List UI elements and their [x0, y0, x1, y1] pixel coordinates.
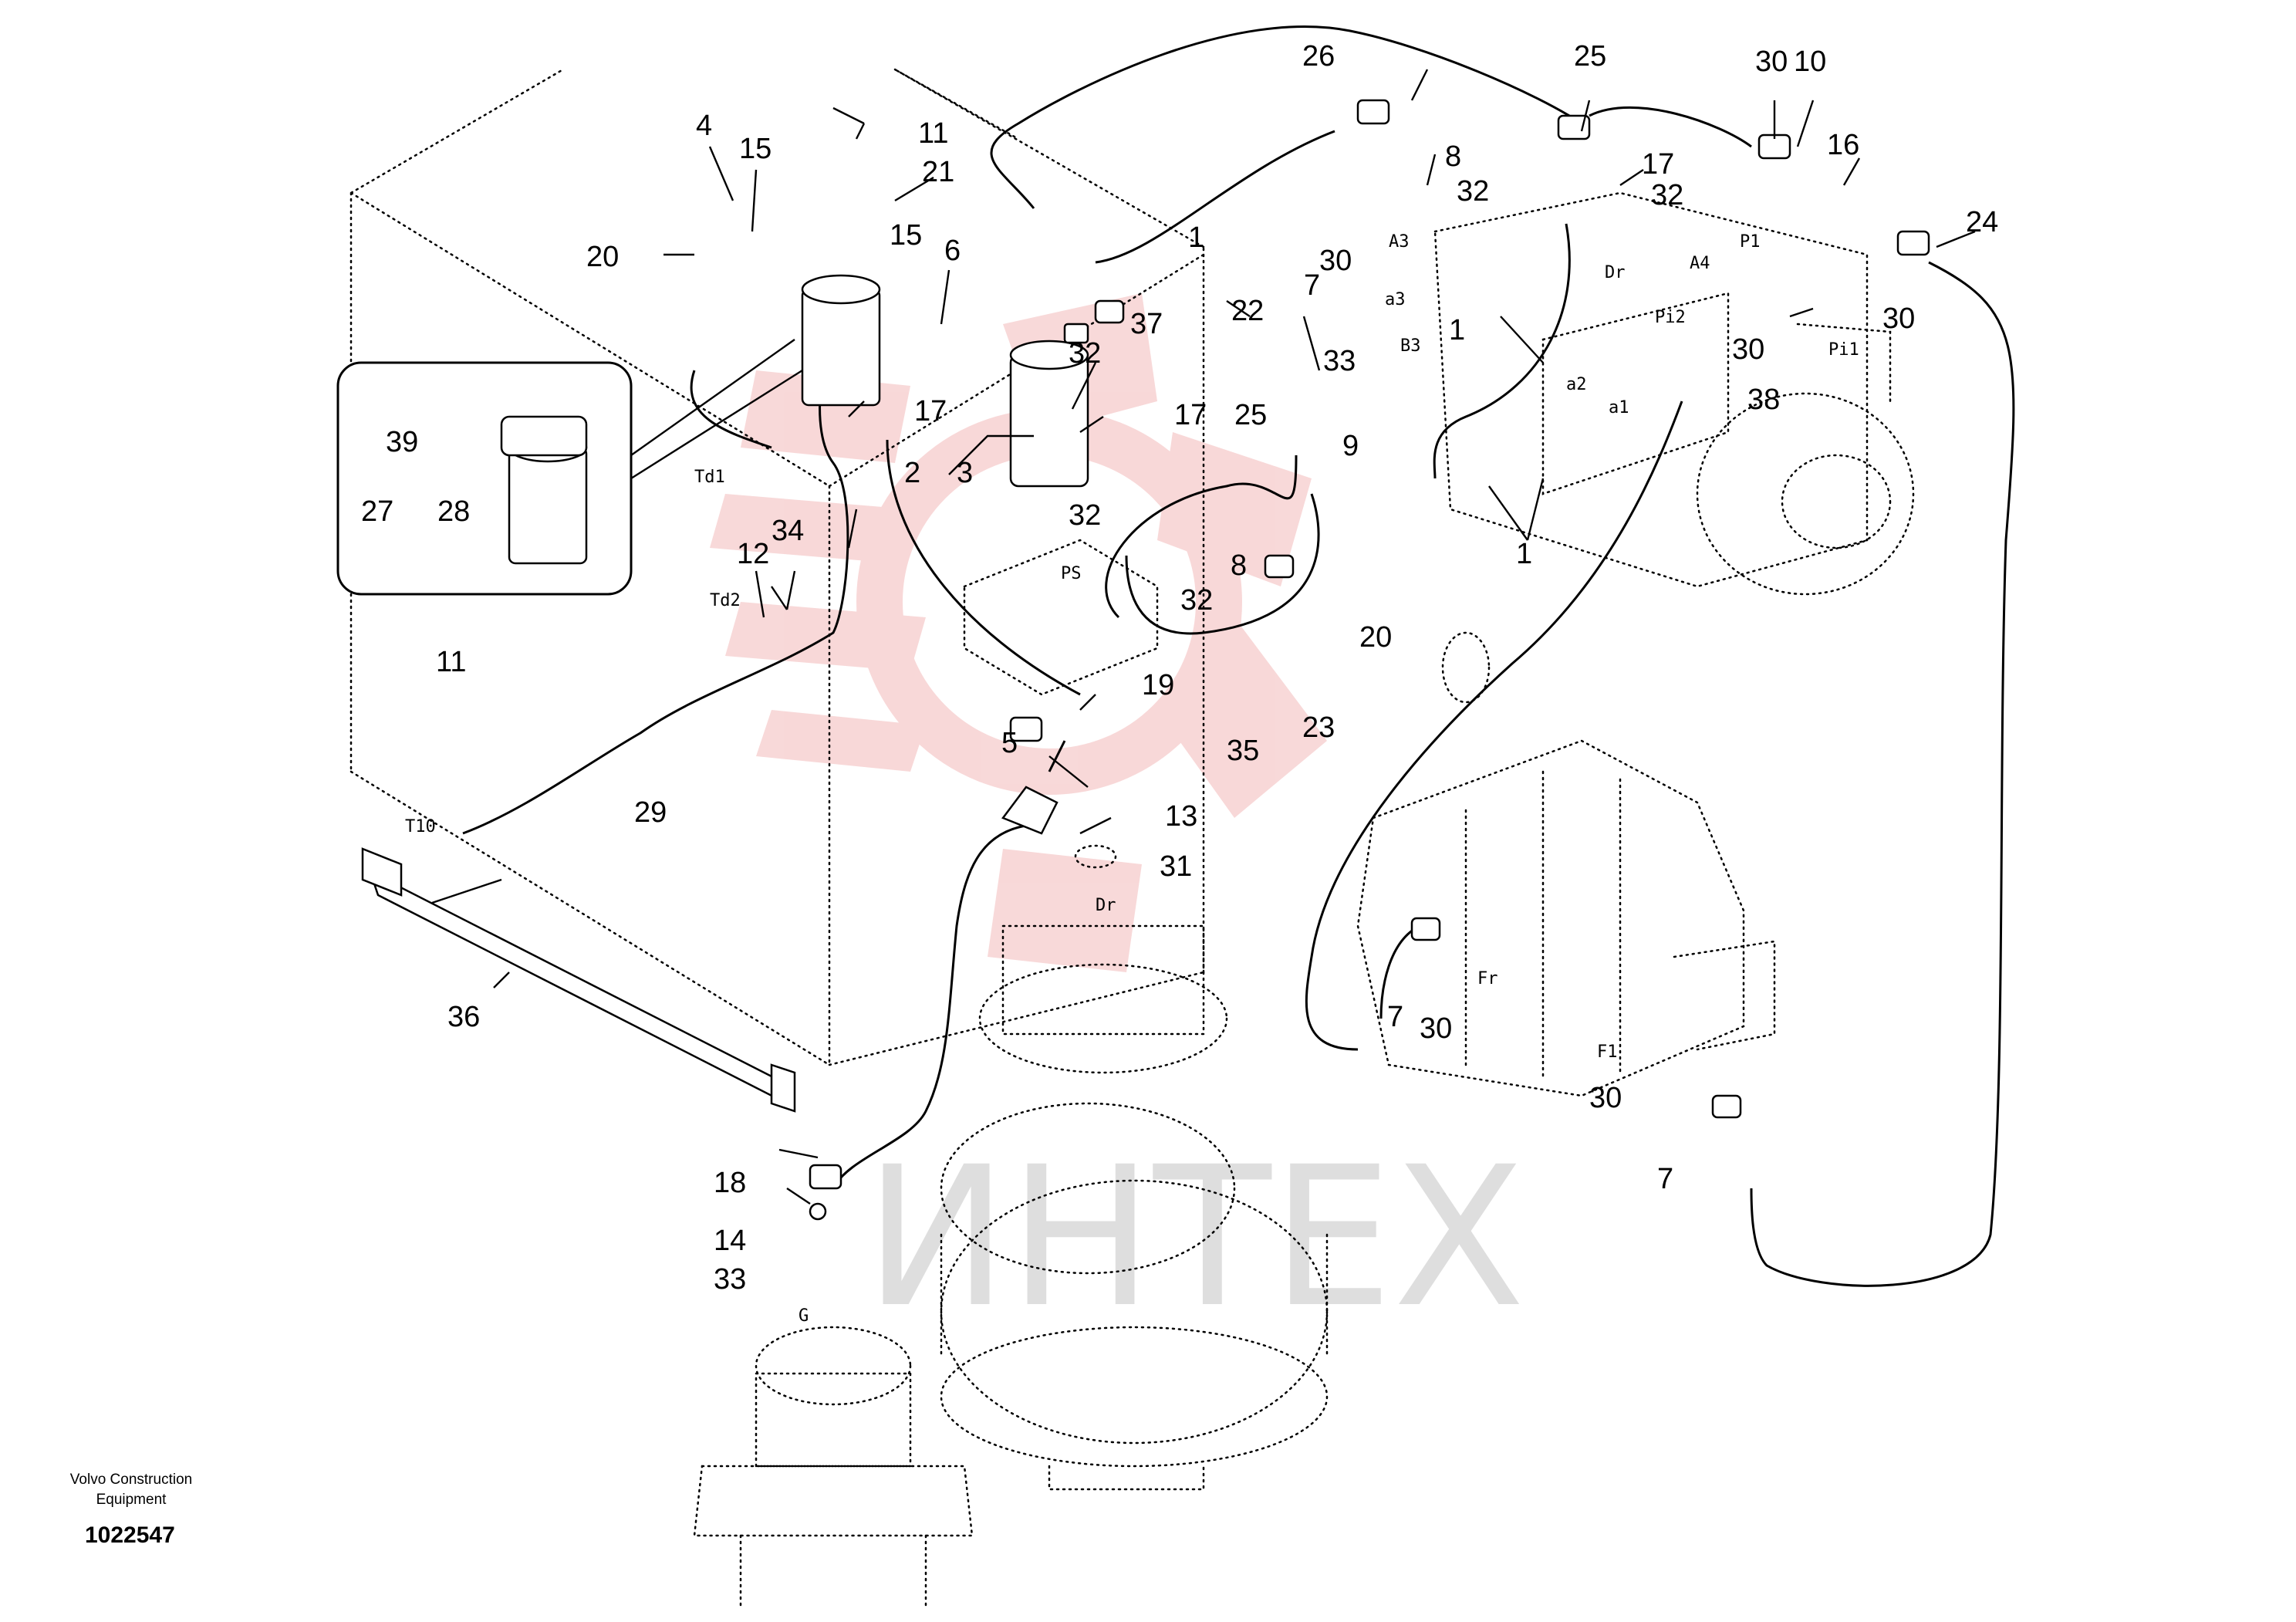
callout-39: 39	[386, 426, 418, 458]
callout-15b: 15	[890, 219, 922, 252]
port-a3-small: a3	[1385, 290, 1406, 309]
callout-1b: 1	[1516, 538, 1532, 570]
callout-leaders	[431, 69, 1976, 1205]
fittings	[361, 99, 1930, 1221]
callout-22: 22	[1231, 295, 1264, 327]
callout-30b: 30	[1319, 245, 1352, 277]
callout-30: 30	[1755, 46, 1788, 78]
port-b3: B3	[1400, 336, 1421, 356]
port-td1: Td1	[694, 468, 725, 487]
callout-3: 3	[957, 457, 973, 489]
callout-16: 16	[1827, 129, 1859, 161]
callout-25b: 25	[1234, 399, 1267, 431]
filter-detail-inset	[336, 339, 803, 596]
callout-8b: 8	[1231, 549, 1247, 582]
callout-25: 25	[1574, 40, 1606, 73]
company-line-2: Equipment	[96, 1492, 167, 1508]
callout-2: 2	[904, 457, 920, 489]
port-fr: Fr	[1477, 969, 1498, 988]
callout-20: 20	[586, 241, 619, 273]
callout-labels: 1 1 1 2 3 4 5 6 7 7 7 8 8 9 10 11 11 12 …	[361, 40, 1998, 1296]
callout-27: 27	[361, 495, 393, 528]
callout-36: 36	[447, 1001, 480, 1033]
callout-21: 21	[922, 156, 954, 188]
callout-10: 10	[1794, 46, 1826, 78]
port-ps: PS	[1061, 564, 1082, 583]
port-f1: F1	[1597, 1042, 1618, 1062]
port-t10: T10	[405, 817, 436, 836]
callout-30e: 30	[1420, 1012, 1452, 1045]
callout-15: 15	[739, 133, 772, 165]
callout-28: 28	[437, 495, 470, 528]
callout-32: 32	[1457, 175, 1489, 208]
callout-7: 7	[1304, 269, 1320, 302]
callout-7c: 7	[1657, 1163, 1673, 1195]
port-labels: A3 A4 Dr P1 Pi1 Pi2 a1 a2 a3 B3 Td1 Td2 …	[405, 232, 1859, 1326]
callout-11: 11	[918, 117, 948, 150]
callout-8: 8	[1445, 140, 1461, 173]
company-line-1: Volvo Construction	[69, 1472, 193, 1488]
callout-30c: 30	[1882, 302, 1915, 335]
callout-38: 38	[1747, 384, 1780, 416]
drawing-number: 1022547	[85, 1522, 175, 1548]
callout-14: 14	[714, 1225, 746, 1257]
callout-17b: 17	[1174, 399, 1207, 431]
callout-1c: 1	[1188, 221, 1204, 254]
callout-24: 24	[1966, 206, 1998, 238]
port-g: G	[799, 1306, 809, 1326]
port-dr-swing: Dr	[1096, 896, 1116, 915]
callout-35: 35	[1227, 735, 1259, 767]
callout-26: 26	[1302, 40, 1335, 73]
callout-32b: 32	[1651, 179, 1683, 211]
callout-30d: 30	[1732, 333, 1764, 366]
callout-23: 23	[1302, 711, 1335, 744]
center-joint-outline	[693, 1326, 974, 1607]
port-a1: a1	[1609, 398, 1629, 417]
port-a4: A4	[1690, 254, 1710, 273]
callout-33: 33	[1323, 345, 1356, 377]
port-pi1: Pi1	[1828, 340, 1859, 360]
port-a2: a2	[1566, 375, 1587, 394]
callout-17: 17	[1642, 148, 1674, 181]
callout-34: 34	[772, 515, 804, 547]
callout-19: 19	[1142, 669, 1174, 701]
main-pump-outline	[1433, 191, 1915, 596]
callout-32d: 32	[1069, 499, 1101, 532]
callout-12: 12	[737, 538, 769, 570]
port-pi2: Pi2	[1655, 308, 1686, 327]
callout-7b: 7	[1387, 1001, 1403, 1033]
watermark-text: ИНТЕХ	[864, 1125, 1525, 1350]
callout-11b: 11	[436, 646, 466, 678]
callout-29: 29	[634, 796, 667, 829]
callout-5: 5	[1001, 727, 1018, 759]
callout-9: 9	[1342, 430, 1359, 462]
control-valve-outline	[1356, 631, 1776, 1097]
callout-31: 31	[1160, 850, 1192, 883]
port-dr: Dr	[1605, 263, 1626, 282]
callout-20b: 20	[1359, 621, 1392, 654]
callout-32e: 32	[1180, 584, 1213, 617]
callout-6: 6	[944, 235, 961, 267]
port-td2: Td2	[710, 591, 741, 610]
port-a3: A3	[1389, 232, 1410, 252]
swing-motor-outline	[940, 844, 1329, 1491]
callout-37: 37	[1130, 308, 1163, 340]
callout-4: 4	[696, 110, 712, 142]
callout-30f: 30	[1589, 1082, 1622, 1114]
callout-13: 13	[1165, 800, 1197, 833]
callout-1: 1	[1449, 314, 1465, 346]
callout-32c: 32	[1069, 337, 1101, 370]
callout-18: 18	[714, 1167, 746, 1199]
callout-33b: 33	[714, 1263, 746, 1296]
callout-17c: 17	[914, 395, 947, 427]
company-credit: Volvo Construction Equipment	[46, 1470, 216, 1510]
pilot-block-outline	[963, 539, 1159, 696]
port-p1: P1	[1740, 232, 1761, 252]
hoses	[462, 25, 2015, 1287]
